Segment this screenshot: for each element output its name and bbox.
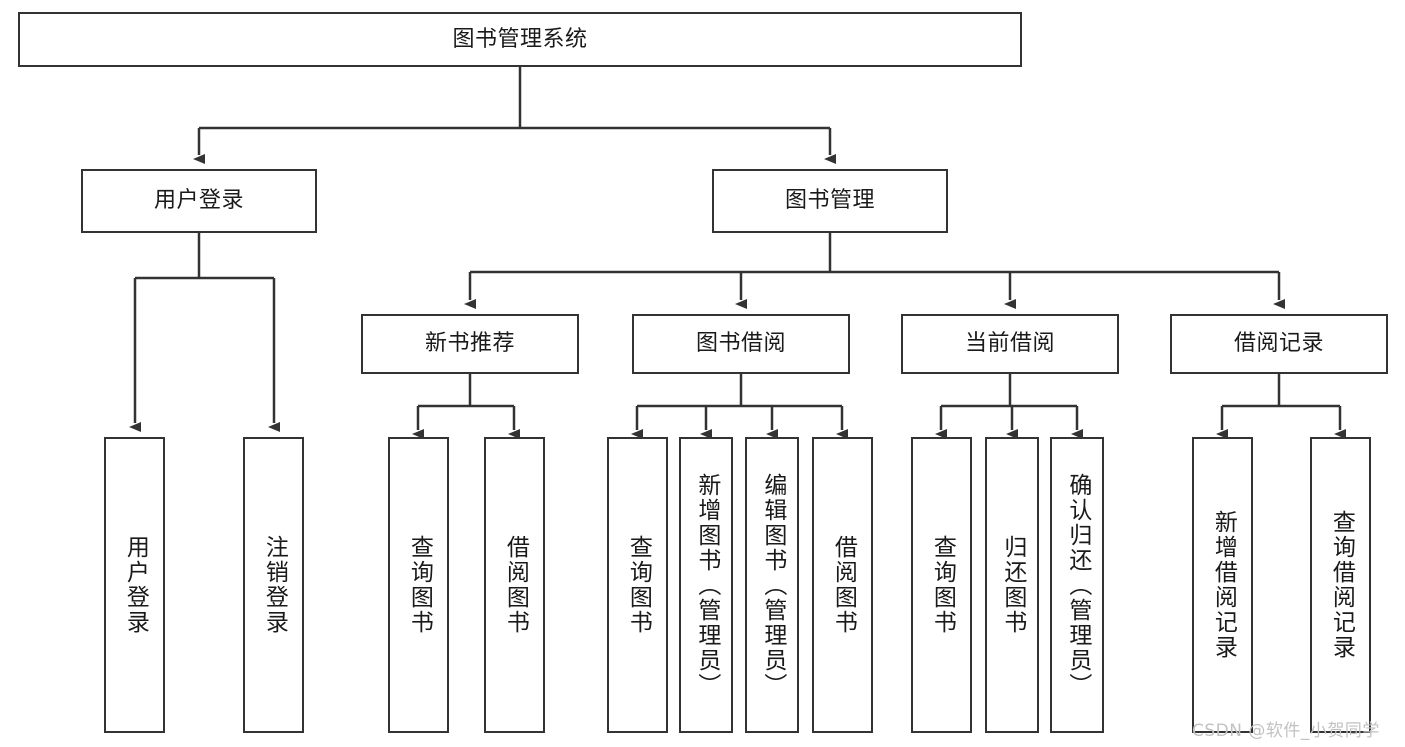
- node-leaf-user-login[interactable]: 用户登录: [104, 437, 165, 733]
- watermark: CSDN @软件_小贺同学: [1192, 721, 1380, 741]
- node-book-manage-label: 图书管理: [784, 188, 875, 214]
- node-leaf-user-login-label: 用户登录: [122, 535, 149, 635]
- node-book-borrow-label: 图书借阅: [695, 331, 786, 357]
- node-leaf-borrow-book-1-label: 借阅图书: [502, 535, 529, 635]
- node-book-borrow[interactable]: 图书借阅: [632, 314, 850, 374]
- node-leaf-query-book-3-label: 查询图书: [929, 535, 956, 635]
- node-leaf-add-book[interactable]: 新增图书（管理员）: [679, 437, 733, 733]
- node-leaf-borrow-book-1[interactable]: 借阅图书: [484, 437, 545, 733]
- node-leaf-query-record-label: 查询借阅记录: [1328, 510, 1355, 660]
- node-root-label: 图书管理系统: [452, 26, 588, 52]
- node-leaf-confirm-return-label: 确认归还（管理员）: [1064, 472, 1091, 698]
- node-new-book-rec-label: 新书推荐: [424, 331, 515, 357]
- node-user-login[interactable]: 用户登录: [81, 169, 317, 233]
- node-leaf-query-book-2[interactable]: 查询图书: [607, 437, 668, 733]
- node-leaf-logout[interactable]: 注销登录: [243, 437, 304, 733]
- node-leaf-edit-book-label: 编辑图书（管理员）: [759, 472, 786, 698]
- node-current-borrow-label: 当前借阅: [964, 331, 1055, 357]
- node-leaf-borrow-book-2-label: 借阅图书: [830, 535, 857, 635]
- node-borrow-record-label: 借阅记录: [1233, 331, 1324, 357]
- node-leaf-return-book-label: 归还图书: [999, 535, 1026, 635]
- node-leaf-add-book-label: 新增图书（管理员）: [693, 472, 720, 698]
- node-root[interactable]: 图书管理系统: [18, 12, 1022, 67]
- node-current-borrow[interactable]: 当前借阅: [901, 314, 1119, 374]
- node-leaf-confirm-return[interactable]: 确认归还（管理员）: [1050, 437, 1104, 733]
- node-leaf-borrow-book-2[interactable]: 借阅图书: [812, 437, 873, 733]
- node-book-manage[interactable]: 图书管理: [712, 169, 948, 233]
- node-new-book-rec[interactable]: 新书推荐: [361, 314, 579, 374]
- node-leaf-query-record[interactable]: 查询借阅记录: [1310, 437, 1371, 733]
- node-leaf-query-book-1-label: 查询图书: [406, 535, 433, 635]
- node-borrow-record[interactable]: 借阅记录: [1170, 314, 1388, 374]
- node-leaf-query-book-3[interactable]: 查询图书: [911, 437, 972, 733]
- node-leaf-add-record-label: 新增借阅记录: [1210, 510, 1237, 660]
- node-leaf-edit-book[interactable]: 编辑图书（管理员）: [745, 437, 799, 733]
- node-leaf-return-book[interactable]: 归还图书: [985, 437, 1039, 733]
- node-leaf-logout-label: 注销登录: [261, 535, 288, 635]
- node-user-login-label: 用户登录: [153, 188, 244, 214]
- node-leaf-query-book-2-label: 查询图书: [625, 535, 652, 635]
- node-leaf-add-record[interactable]: 新增借阅记录: [1192, 437, 1253, 733]
- node-leaf-query-book-1[interactable]: 查询图书: [388, 437, 449, 733]
